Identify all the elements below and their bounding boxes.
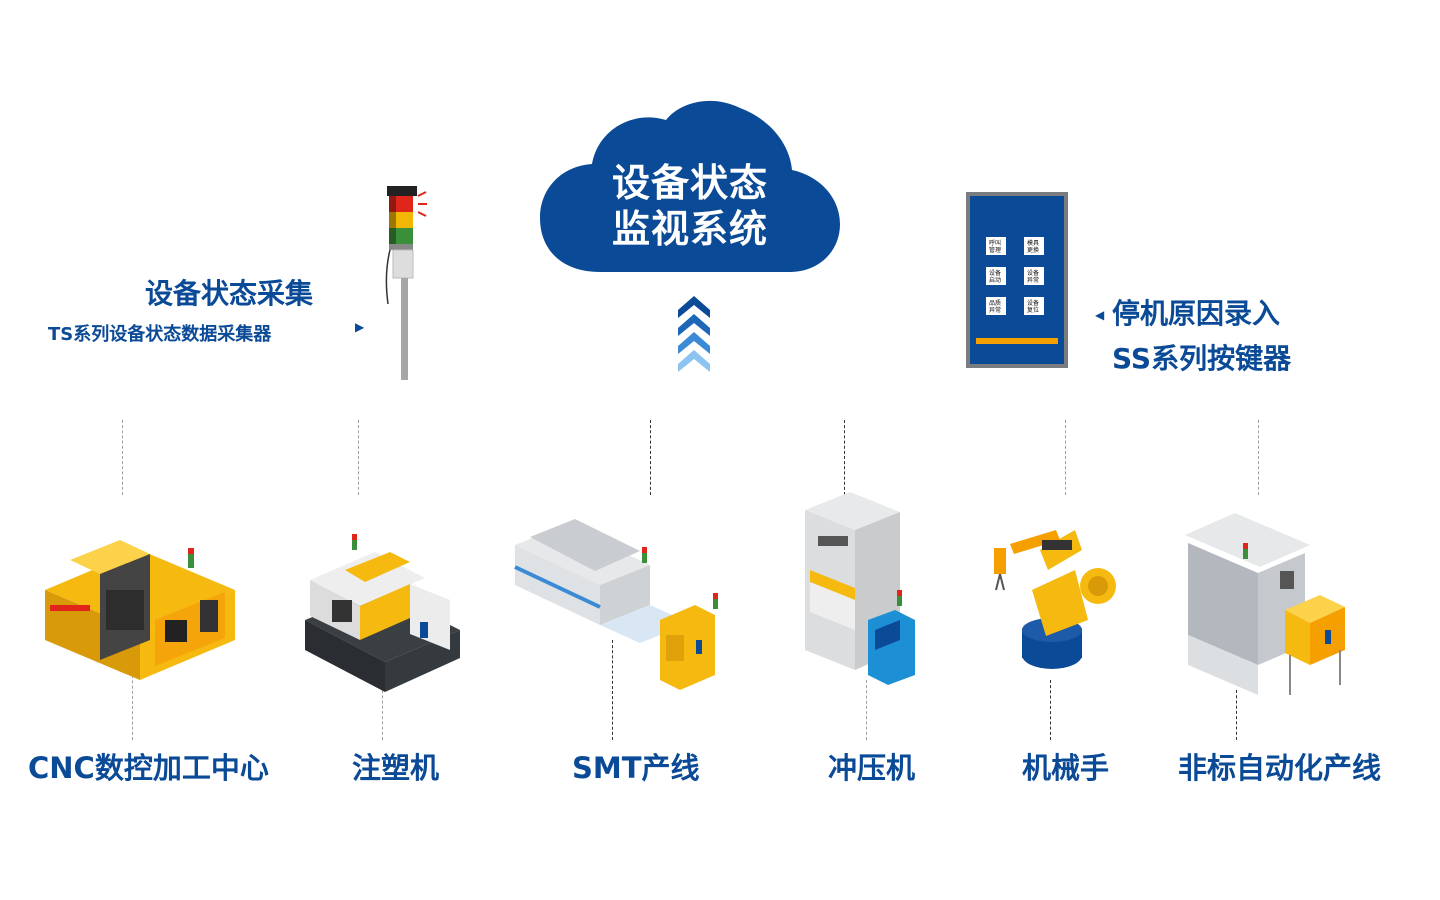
- keypad-button-4: 设备: [1027, 269, 1039, 277]
- svg-text:启动: 启动: [989, 276, 1001, 284]
- pointer-left-icon: ◀: [1095, 308, 1105, 322]
- keypad-button-3: 设备: [989, 269, 1001, 277]
- connector-line: [1050, 680, 1051, 740]
- press-machine-icon: [805, 492, 915, 685]
- connector-line: [650, 420, 651, 495]
- upload-chevrons-icon: [678, 296, 710, 372]
- machine-label-cnc: CNC数控加工中心: [28, 751, 269, 785]
- connector-line: [382, 685, 383, 740]
- automation-line-icon: [1185, 513, 1345, 695]
- keypad-button-5: 品质: [989, 299, 1001, 307]
- connector-line: [358, 420, 359, 495]
- svg-text:异常: 异常: [989, 306, 1001, 314]
- svg-text:复位: 复位: [1027, 306, 1039, 314]
- cnc-machine-icon: [45, 540, 235, 680]
- cloud-title: 设备状态 监视系统: [560, 160, 820, 252]
- robot-arm-icon: [994, 530, 1116, 669]
- connector-line: [1258, 420, 1259, 495]
- collector-subtitle: TS系列设备状态数据采集器: [48, 324, 272, 345]
- injection-machine-icon: [305, 534, 460, 692]
- keypad-button-6: 设备: [1027, 299, 1039, 307]
- keypad-device-icon: 呼叫 管理 模具 更换 设备 启动 设备 异常 品质 异常 设备 复位: [966, 192, 1068, 368]
- svg-text:异常: 异常: [1027, 276, 1039, 284]
- machine-label-automation: 非标自动化产线: [1178, 751, 1382, 785]
- machine-label-press: 冲压机: [828, 751, 916, 785]
- connector-line: [612, 640, 613, 740]
- signal-tower-icon: [385, 186, 427, 380]
- cloud-shape: [540, 100, 840, 272]
- machine-label-robot: 机械手: [1022, 751, 1110, 785]
- smt-line-icon: [514, 519, 718, 690]
- keypad-title: 停机原因录入: [1112, 297, 1281, 330]
- keypad-button-2: 模具: [1027, 239, 1039, 247]
- machine-label-injection: 注塑机: [352, 751, 440, 785]
- pointer-right-icon: ▶: [355, 320, 365, 334]
- connector-line: [132, 665, 133, 740]
- keypad-button-1: 呼叫: [989, 239, 1001, 247]
- connector-line: [122, 420, 123, 495]
- connector-line: [1065, 420, 1066, 495]
- keypad-subtitle: SS系列按键器: [1112, 342, 1292, 375]
- connector-line: [866, 680, 867, 740]
- svg-text:管理: 管理: [989, 246, 1001, 254]
- collector-title: 设备状态采集: [145, 277, 314, 310]
- cloud-title-line1: 设备状态: [611, 161, 768, 205]
- svg-text:更换: 更换: [1027, 246, 1039, 254]
- machine-label-smt: SMT产线: [572, 751, 700, 785]
- connector-line: [844, 420, 845, 495]
- cloud-title-line2: 监视系统: [611, 207, 768, 251]
- connector-line: [1236, 690, 1237, 740]
